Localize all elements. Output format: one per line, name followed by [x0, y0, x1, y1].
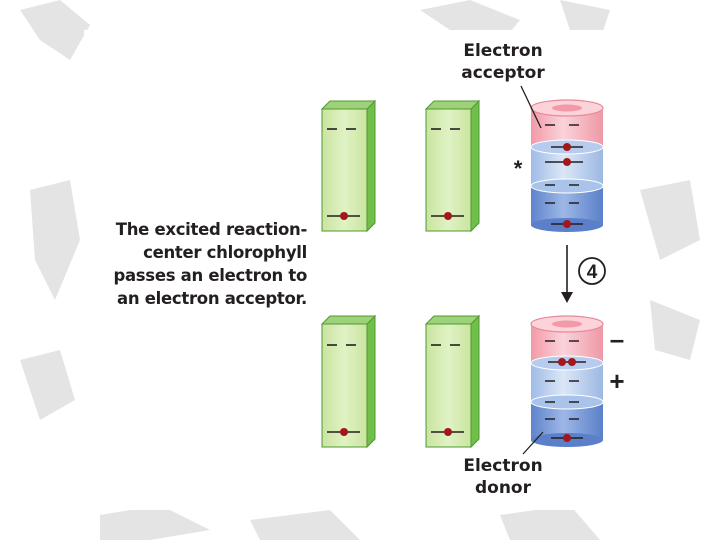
positive-charge-sign: + — [609, 366, 624, 396]
electron — [568, 358, 576, 366]
caption-text: The excited reaction-center chlorophyll … — [113, 220, 307, 308]
acceptor-label-line2: acceptor — [461, 63, 545, 83]
negative-charge-sign: – — [610, 324, 624, 354]
transition-arrow — [561, 245, 573, 303]
acceptor-label-line1: Electron — [463, 41, 543, 61]
electron — [563, 220, 571, 228]
chlorophyll-top-right — [424, 99, 481, 233]
electron-donor-label: Electron donor — [448, 455, 558, 499]
donor-label-line1: Electron — [463, 456, 543, 476]
electron-acceptor-label: Electron acceptor — [448, 40, 558, 84]
electron — [444, 212, 452, 220]
step-number-badge: 4 — [578, 257, 606, 285]
donor-pointer-line — [522, 431, 544, 455]
chlorophyll-bottom-left — [320, 314, 377, 449]
electron — [558, 358, 566, 366]
reaction-center-stack-bottom — [530, 315, 604, 447]
chlorophyll-bottom-right — [424, 314, 481, 449]
step-number: 4 — [587, 262, 598, 283]
electron — [340, 428, 348, 436]
chlorophyll-top-left — [320, 99, 377, 233]
reaction-center-stack-top — [530, 99, 604, 232]
electron — [563, 434, 571, 442]
electron — [340, 212, 348, 220]
electron — [563, 158, 571, 166]
acceptor-pointer-line — [520, 85, 542, 129]
donor-label-line2: donor — [474, 478, 531, 498]
electron — [444, 428, 452, 436]
excited-marker: * — [514, 156, 523, 181]
electron — [563, 143, 571, 151]
